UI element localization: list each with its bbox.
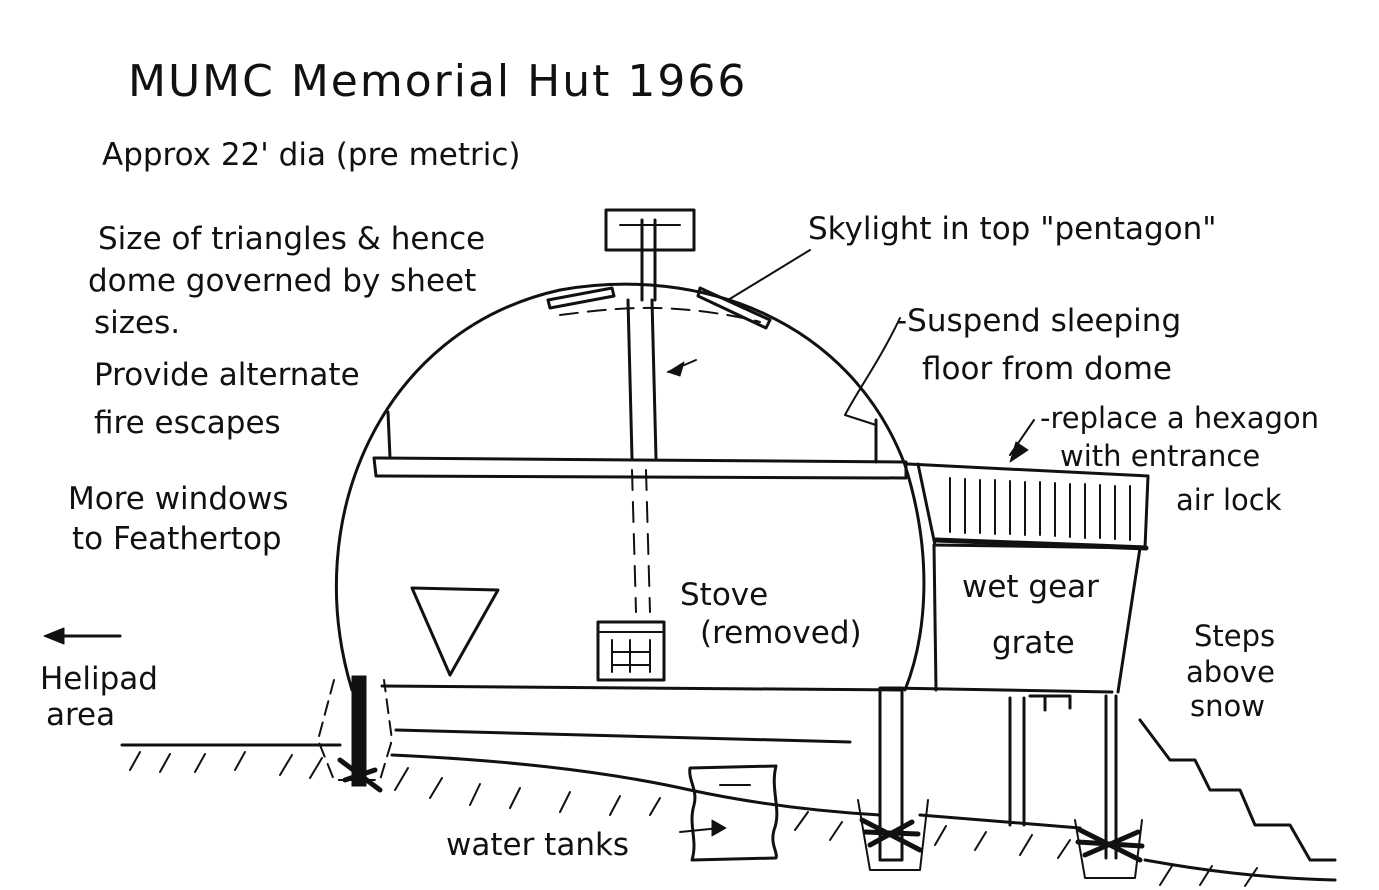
note-line: fire escapes	[94, 405, 281, 441]
steps-label: above	[1186, 655, 1275, 689]
central-pole	[626, 298, 697, 613]
water-tank	[679, 764, 779, 862]
stove-label: Stove	[680, 577, 769, 613]
snow-steps	[1138, 718, 1337, 862]
helipad-label: Helipad	[40, 661, 158, 697]
steps-label: snow	[1190, 689, 1265, 723]
dome-outline	[334, 282, 926, 692]
note-line: sizes.	[94, 305, 181, 341]
note-line: Provide alternate	[94, 357, 360, 393]
ground-floor	[380, 684, 1114, 744]
sketch-title: MUMC Memorial Hut 1966	[128, 56, 748, 107]
left-footing	[317, 675, 393, 793]
windows-note-line: to Feathertop	[72, 521, 282, 557]
suspend-floor-label: -Suspend sleeping	[896, 303, 1182, 339]
stove-label: (removed)	[700, 615, 862, 651]
airlock-label: air lock	[1176, 483, 1282, 517]
skylight-panels	[546, 249, 811, 330]
note-line: dome governed by sheet	[88, 263, 477, 299]
sleeping-floor	[372, 317, 908, 480]
chimney-vent	[604, 208, 696, 302]
stove	[596, 620, 666, 682]
entrance-airlock	[906, 419, 1150, 879]
helipad-label: area	[46, 697, 116, 733]
ground-line	[120, 743, 1337, 887]
airlock-label: with entrance	[1060, 439, 1261, 473]
right-footing	[857, 686, 929, 871]
subtitle-note: Approx 22' dia (pre metric)	[102, 137, 521, 173]
skylight-label: Skylight in top "pentagon"	[808, 211, 1217, 247]
steps-label: Steps	[1194, 619, 1276, 653]
note-line: Size of triangles & hence	[98, 221, 486, 257]
wet-gear-label: wet gear	[962, 569, 1099, 605]
triangle-panel	[410, 586, 500, 677]
helipad-arrow	[43, 627, 122, 645]
windows-note-line: More windows	[68, 481, 289, 517]
wet-gear-label: grate	[992, 625, 1075, 661]
suspend-floor-label: floor from dome	[922, 351, 1172, 387]
airlock-label: -replace a hexagon	[1040, 401, 1319, 435]
water-tanks-label: water tanks	[446, 827, 630, 863]
